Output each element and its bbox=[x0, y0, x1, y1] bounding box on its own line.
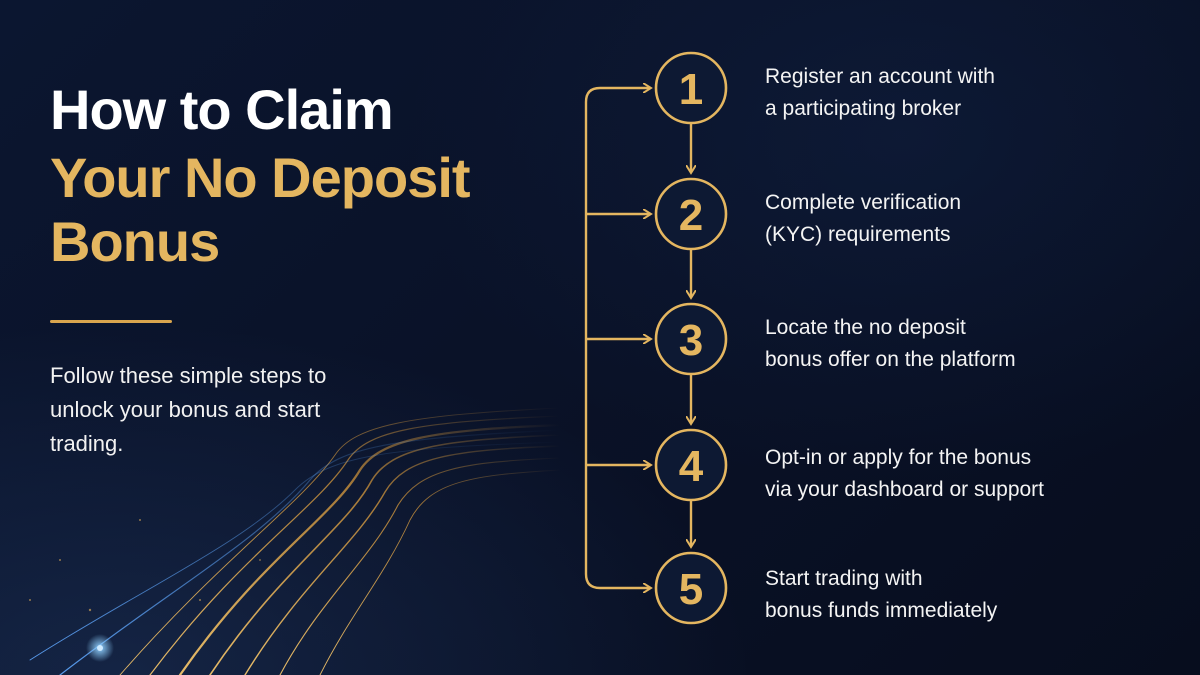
step-number-4: 4 bbox=[679, 442, 704, 491]
step-description-4: Opt-in or apply for the bonus via your d… bbox=[765, 442, 1165, 506]
step-1-line-1: Register an account with bbox=[765, 65, 995, 88]
step-circle-2: 2 bbox=[654, 177, 728, 251]
step-2-line-2: (KYC) requirements bbox=[765, 223, 951, 246]
step-circle-4: 4 bbox=[654, 428, 728, 502]
step-circle-3: 3 bbox=[654, 302, 728, 376]
title-divider bbox=[50, 320, 172, 323]
subtitle: Follow these simple steps to unlock your… bbox=[50, 363, 327, 456]
step-circle-5: 5 bbox=[654, 551, 728, 625]
step-circle-1: 1 bbox=[654, 51, 728, 125]
step-description-1: Register an account with a participating… bbox=[765, 61, 1165, 125]
step-number-3: 3 bbox=[679, 316, 703, 365]
step-5-line-1: Start trading with bbox=[765, 567, 923, 590]
step-number-1: 1 bbox=[679, 65, 703, 114]
step-4-line-1: Opt-in or apply for the bonus bbox=[765, 446, 1032, 469]
step-1-line-2: a participating broker bbox=[765, 97, 962, 120]
step-description-2: Complete verification (KYC) requirements bbox=[765, 187, 1165, 251]
page-title-highlight: Your No Deposit Bonus bbox=[50, 146, 471, 273]
page-title: How to Claim bbox=[50, 78, 394, 141]
step-description-5: Start trading with bonus funds immediate… bbox=[765, 563, 1165, 627]
step-3-line-2: bonus offer on the platform bbox=[765, 348, 1016, 371]
step-5-line-2: bonus funds immediately bbox=[765, 599, 998, 622]
step-number-2: 2 bbox=[679, 191, 703, 240]
step-4-line-2: via your dashboard or support bbox=[765, 478, 1044, 501]
step-number-5: 5 bbox=[679, 565, 703, 614]
step-3-line-1: Locate the no deposit bbox=[765, 316, 966, 339]
heading-panel: How to Claim Your No Deposit Bonus Follo… bbox=[50, 78, 520, 461]
step-description-3: Locate the no deposit bonus offer on the… bbox=[765, 312, 1165, 376]
step-2-line-1: Complete verification bbox=[765, 191, 962, 214]
